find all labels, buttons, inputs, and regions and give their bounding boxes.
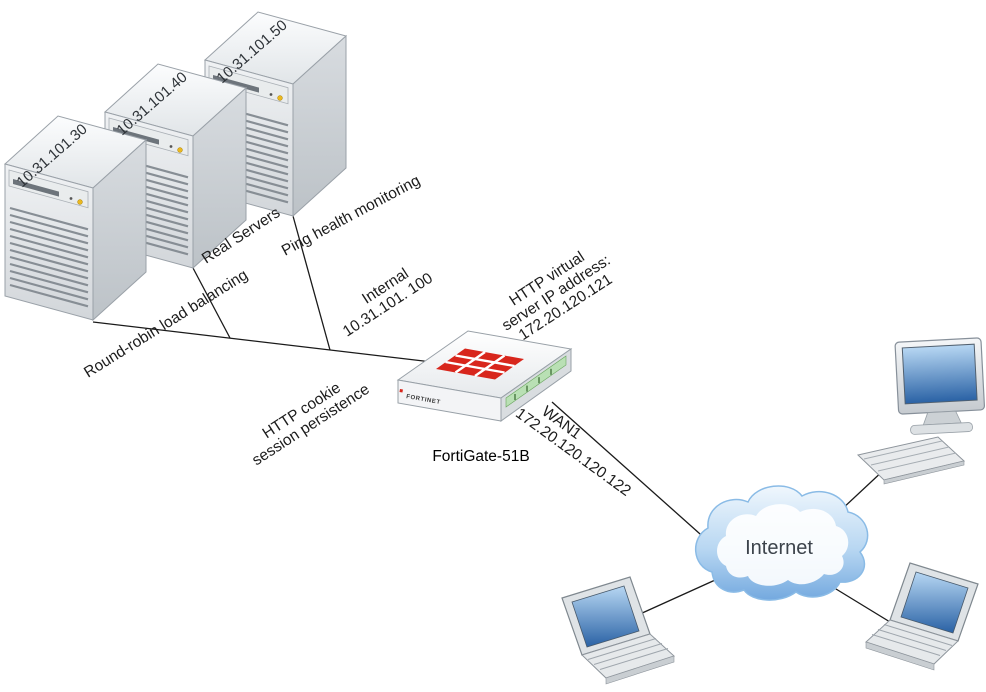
internet-cloud bbox=[694, 485, 869, 601]
link-servers-to-fortigate bbox=[92, 321, 433, 363]
fortigate-model-label: FortiGate-51B bbox=[432, 448, 529, 465]
label-wan1-ip: 172.20.120.120.122 bbox=[512, 405, 634, 500]
fortinet-front-logo-icon bbox=[399, 389, 403, 393]
fortigate-ports bbox=[514, 368, 552, 400]
network-links bbox=[92, 215, 891, 623]
monitor-stand bbox=[922, 410, 962, 426]
keyboard bbox=[856, 436, 966, 485]
fortigate-port-strip bbox=[505, 355, 567, 408]
label-http-cookie: HTTP cookie session persistence bbox=[249, 379, 372, 469]
cloud-highlight bbox=[717, 504, 849, 586]
label-wan1-interface: WAN1 172.20.120.120.122 bbox=[512, 403, 634, 500]
laptop-right bbox=[865, 562, 979, 671]
internet-label: Internet bbox=[745, 537, 813, 559]
desktop-computer bbox=[856, 337, 986, 485]
link-server3-branch bbox=[292, 215, 331, 351]
label-http-virtual-server: HTTP virtual server IP address: 172.20.1… bbox=[499, 248, 615, 343]
fortinet-brand-text: FORTINET bbox=[406, 394, 441, 406]
monitor-screen bbox=[901, 343, 978, 405]
monitor bbox=[894, 337, 986, 435]
monitor-base bbox=[910, 422, 973, 435]
link-fortigate-to-internet bbox=[551, 401, 719, 551]
fortinet-logo bbox=[436, 348, 524, 380]
link-internet-to-laptop-left bbox=[639, 575, 725, 615]
link-server2-branch bbox=[192, 267, 231, 339]
fortigate-device: FORTINET bbox=[396, 330, 573, 422]
label-internal-interface: Internal 10.31.101. 100 bbox=[340, 265, 436, 340]
laptop-left bbox=[561, 576, 675, 685]
fortigate-front-face bbox=[397, 379, 502, 422]
